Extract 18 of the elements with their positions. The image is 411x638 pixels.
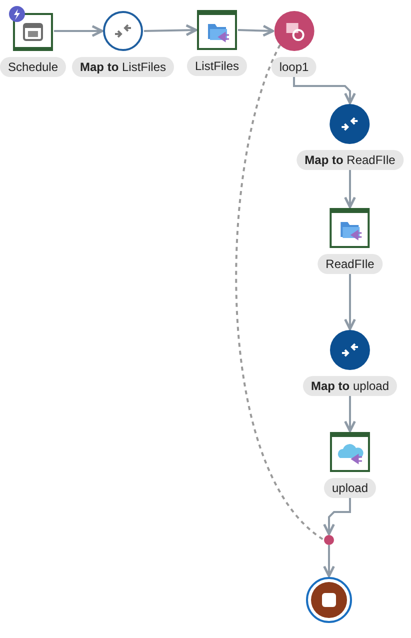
step-label: upload [324,478,376,498]
step-label: ListFiles [187,56,247,76]
dashed-connector [235,44,325,541]
step-label: Map to ListFiles [72,57,174,77]
step-label: ReadFIle [318,254,382,274]
arrow [344,274,356,330]
arrow [323,498,351,536]
arrow [144,24,198,36]
step-label: Map to upload [302,376,398,396]
arrow [54,25,104,37]
arrow [323,545,335,578]
step-label: Map to ReadFIle [296,150,404,170]
arrow [293,77,356,104]
arrow [344,396,356,432]
arrow [238,24,274,37]
arrow [344,170,356,208]
step-label: Schedule [0,57,66,77]
step-label: loop1 [271,57,317,77]
